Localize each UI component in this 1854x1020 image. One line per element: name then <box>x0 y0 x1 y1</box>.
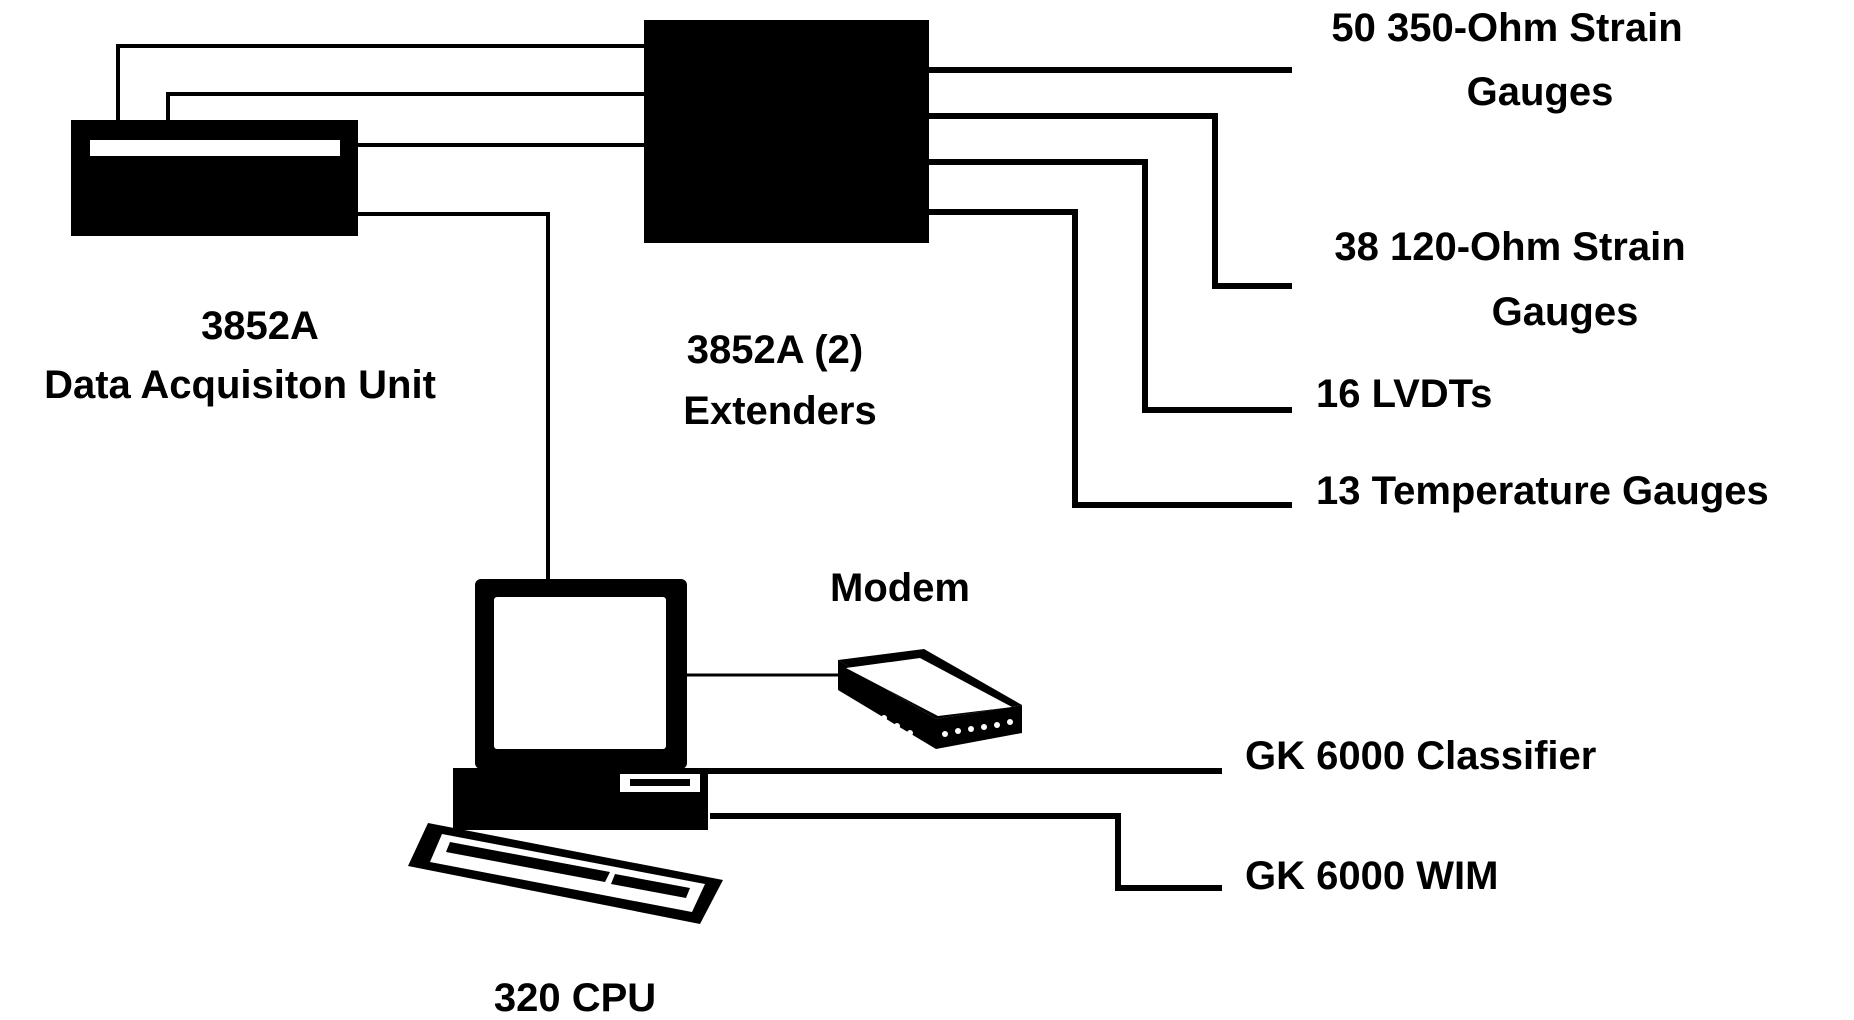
lvdt-label: 16 LVDTs <box>1316 372 1493 416</box>
link-extender-sg120 <box>928 113 1292 289</box>
sg120-label-line1: 38 120-Ohm Strain <box>1334 225 1686 269</box>
modem-icon <box>838 649 1022 749</box>
link-cpu-wim <box>710 813 1222 891</box>
extender-unit <box>644 20 929 243</box>
link-extender-temp <box>928 209 1292 508</box>
computer-icon <box>408 579 723 924</box>
daq-unit <box>71 120 358 236</box>
link-daq-extender-top <box>116 44 646 122</box>
sg350-label-line2: Gauges <box>1466 70 1614 114</box>
temperature-label: 13 Temperature Gauges <box>1316 469 1769 513</box>
extender-name-label: Extenders <box>683 389 877 433</box>
link-daq-cpu <box>357 212 550 582</box>
link-daq-extender-mid <box>166 92 646 122</box>
link-extender-lvdt <box>928 159 1292 413</box>
cpu-label: 320 CPU <box>493 976 657 1020</box>
daq-model-label: 3852A <box>201 304 319 348</box>
daq-name-label: Data Acquisiton Unit <box>44 363 436 407</box>
sg350-label-line1: 50 350-Ohm Strain <box>1331 6 1683 50</box>
wim-label: GK 6000 WIM <box>1245 854 1499 898</box>
modem-label: Modem <box>830 566 970 610</box>
sg120-label-line2: Gauges <box>1491 290 1639 334</box>
extender-model-label: 3852A (2) <box>686 328 864 372</box>
classifier-label: GK 6000 Classifier <box>1245 734 1597 778</box>
